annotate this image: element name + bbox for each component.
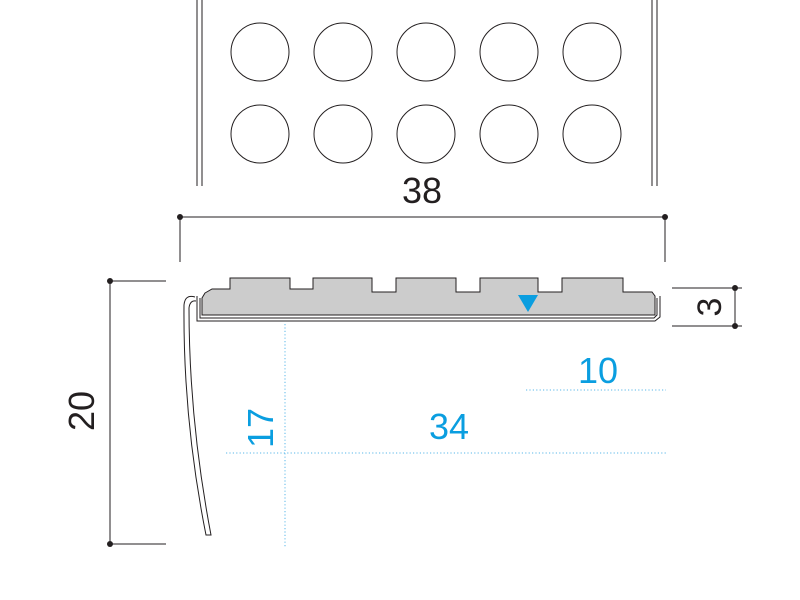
dimension-thickness bbox=[672, 285, 742, 329]
perforation-hole bbox=[313, 104, 373, 164]
dimension-width-label: 38 bbox=[402, 170, 442, 211]
dimension-height bbox=[107, 278, 166, 547]
dimension-width bbox=[177, 214, 668, 262]
dimension-height-label: 20 bbox=[61, 391, 102, 431]
guide-lines bbox=[226, 324, 666, 548]
dimension-end-dot bbox=[107, 541, 113, 547]
perforation-hole bbox=[396, 22, 456, 82]
dimension-end-dot bbox=[732, 285, 738, 291]
dimension-thickness-label: 3 bbox=[691, 298, 729, 317]
perforation-hole bbox=[562, 22, 622, 82]
rubber-insert bbox=[201, 277, 656, 316]
perforation-hole bbox=[396, 104, 456, 164]
perforation-hole bbox=[313, 22, 373, 82]
dimension-end-dot bbox=[107, 278, 113, 284]
perforation-hole bbox=[479, 104, 539, 164]
dimension-end-dot bbox=[177, 214, 183, 220]
profile-section bbox=[183, 277, 661, 536]
perforation-hole bbox=[230, 104, 290, 164]
metal-channel bbox=[196, 296, 661, 322]
nose-leg bbox=[183, 295, 212, 536]
dimension-end-dot bbox=[732, 323, 738, 329]
dimension-inner-height-label: 17 bbox=[240, 408, 281, 448]
dimension-small-label: 10 bbox=[578, 350, 618, 391]
dimension-end-dot bbox=[662, 214, 668, 220]
marker-triangle bbox=[518, 295, 538, 312]
dimension-inner-width-label: 34 bbox=[429, 406, 469, 447]
perforation-hole bbox=[479, 22, 539, 82]
top-view-plate bbox=[196, 0, 658, 186]
metal-channel-inner bbox=[199, 298, 658, 319]
perforation-hole bbox=[562, 104, 622, 164]
perforation-hole bbox=[230, 22, 290, 82]
